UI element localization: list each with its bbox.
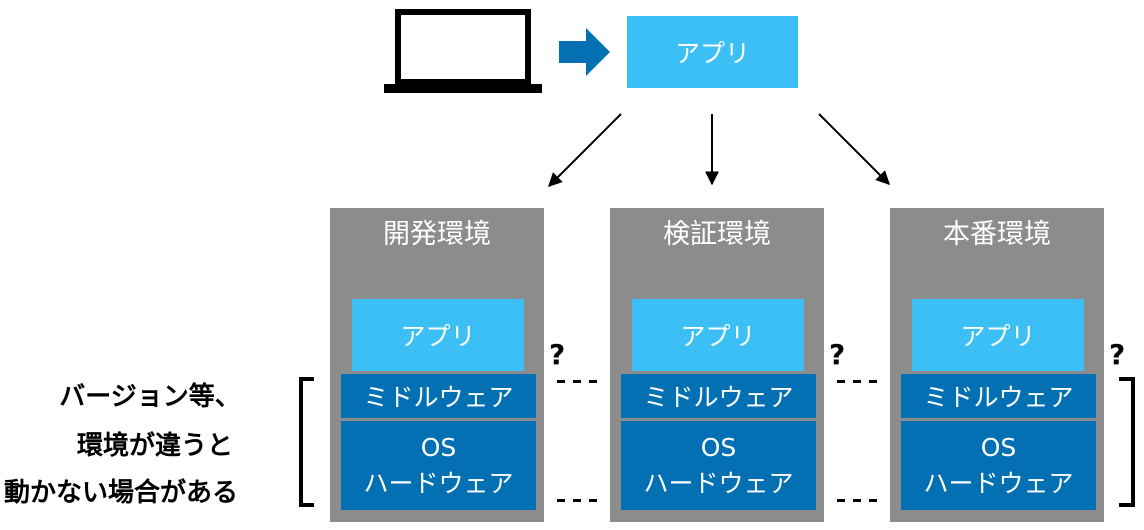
env-dev-middleware-label: ミドルウェア bbox=[363, 383, 514, 412]
env-staging-middleware: ミドルウェア bbox=[621, 374, 816, 418]
env-staging-app-label: アプリ bbox=[680, 322, 756, 351]
env-prod-app: アプリ bbox=[912, 299, 1084, 371]
top-app-box: アプリ bbox=[627, 16, 798, 88]
env-dev-os-hardware: OS ハードウェア bbox=[341, 421, 536, 510]
env-prod-os-label: OS bbox=[980, 432, 1017, 462]
env-prod-hardware-label: ハードウェア bbox=[923, 468, 1074, 498]
left-bracket bbox=[299, 377, 314, 507]
dotted-connectors bbox=[557, 380, 877, 502]
env-prod-middleware-label: ミドルウェア bbox=[923, 383, 1074, 412]
env-staging-app: アプリ bbox=[632, 299, 804, 371]
env-title-prod: 本番環境 bbox=[943, 219, 1051, 250]
env-dev-app: アプリ bbox=[352, 299, 524, 371]
caption-line-1: バージョン等、 bbox=[59, 382, 241, 412]
caption-line-2: 環境が違うと bbox=[76, 431, 233, 461]
env-staging-os-hardware: OS ハードウェア bbox=[621, 421, 816, 510]
env-staging-hardware-label: ハードウェア bbox=[643, 468, 794, 498]
arrow-to-dev bbox=[548, 113, 622, 187]
right-bracket bbox=[1119, 377, 1135, 507]
right-arrow-icon bbox=[559, 28, 610, 76]
question-mark-3: ? bbox=[1109, 338, 1126, 371]
env-dev-app-label: アプリ bbox=[400, 322, 476, 351]
arrow-to-prod bbox=[818, 113, 890, 185]
env-dev-middleware: ミドルウェア bbox=[341, 374, 536, 418]
laptop-icon bbox=[384, 9, 542, 93]
env-title-staging: 検証環境 bbox=[663, 219, 771, 250]
top-app-label: アプリ bbox=[674, 39, 750, 68]
question-mark-1: ? bbox=[549, 338, 566, 371]
env-title-dev: 開発環境 bbox=[383, 219, 491, 250]
caption-line-3: 動かない場合がある bbox=[4, 478, 239, 508]
env-staging-os-label: OS bbox=[700, 432, 737, 462]
env-prod-app-label: アプリ bbox=[960, 322, 1036, 351]
env-prod-os-hardware: OS ハードウェア bbox=[901, 421, 1096, 510]
env-staging-middleware-label: ミドルウェア bbox=[643, 383, 794, 412]
env-dev-hardware-label: ハードウェア bbox=[363, 468, 514, 498]
env-dev-os-label: OS bbox=[420, 432, 457, 462]
question-mark-2: ? bbox=[829, 338, 846, 371]
env-prod-middleware: ミドルウェア bbox=[901, 374, 1096, 418]
